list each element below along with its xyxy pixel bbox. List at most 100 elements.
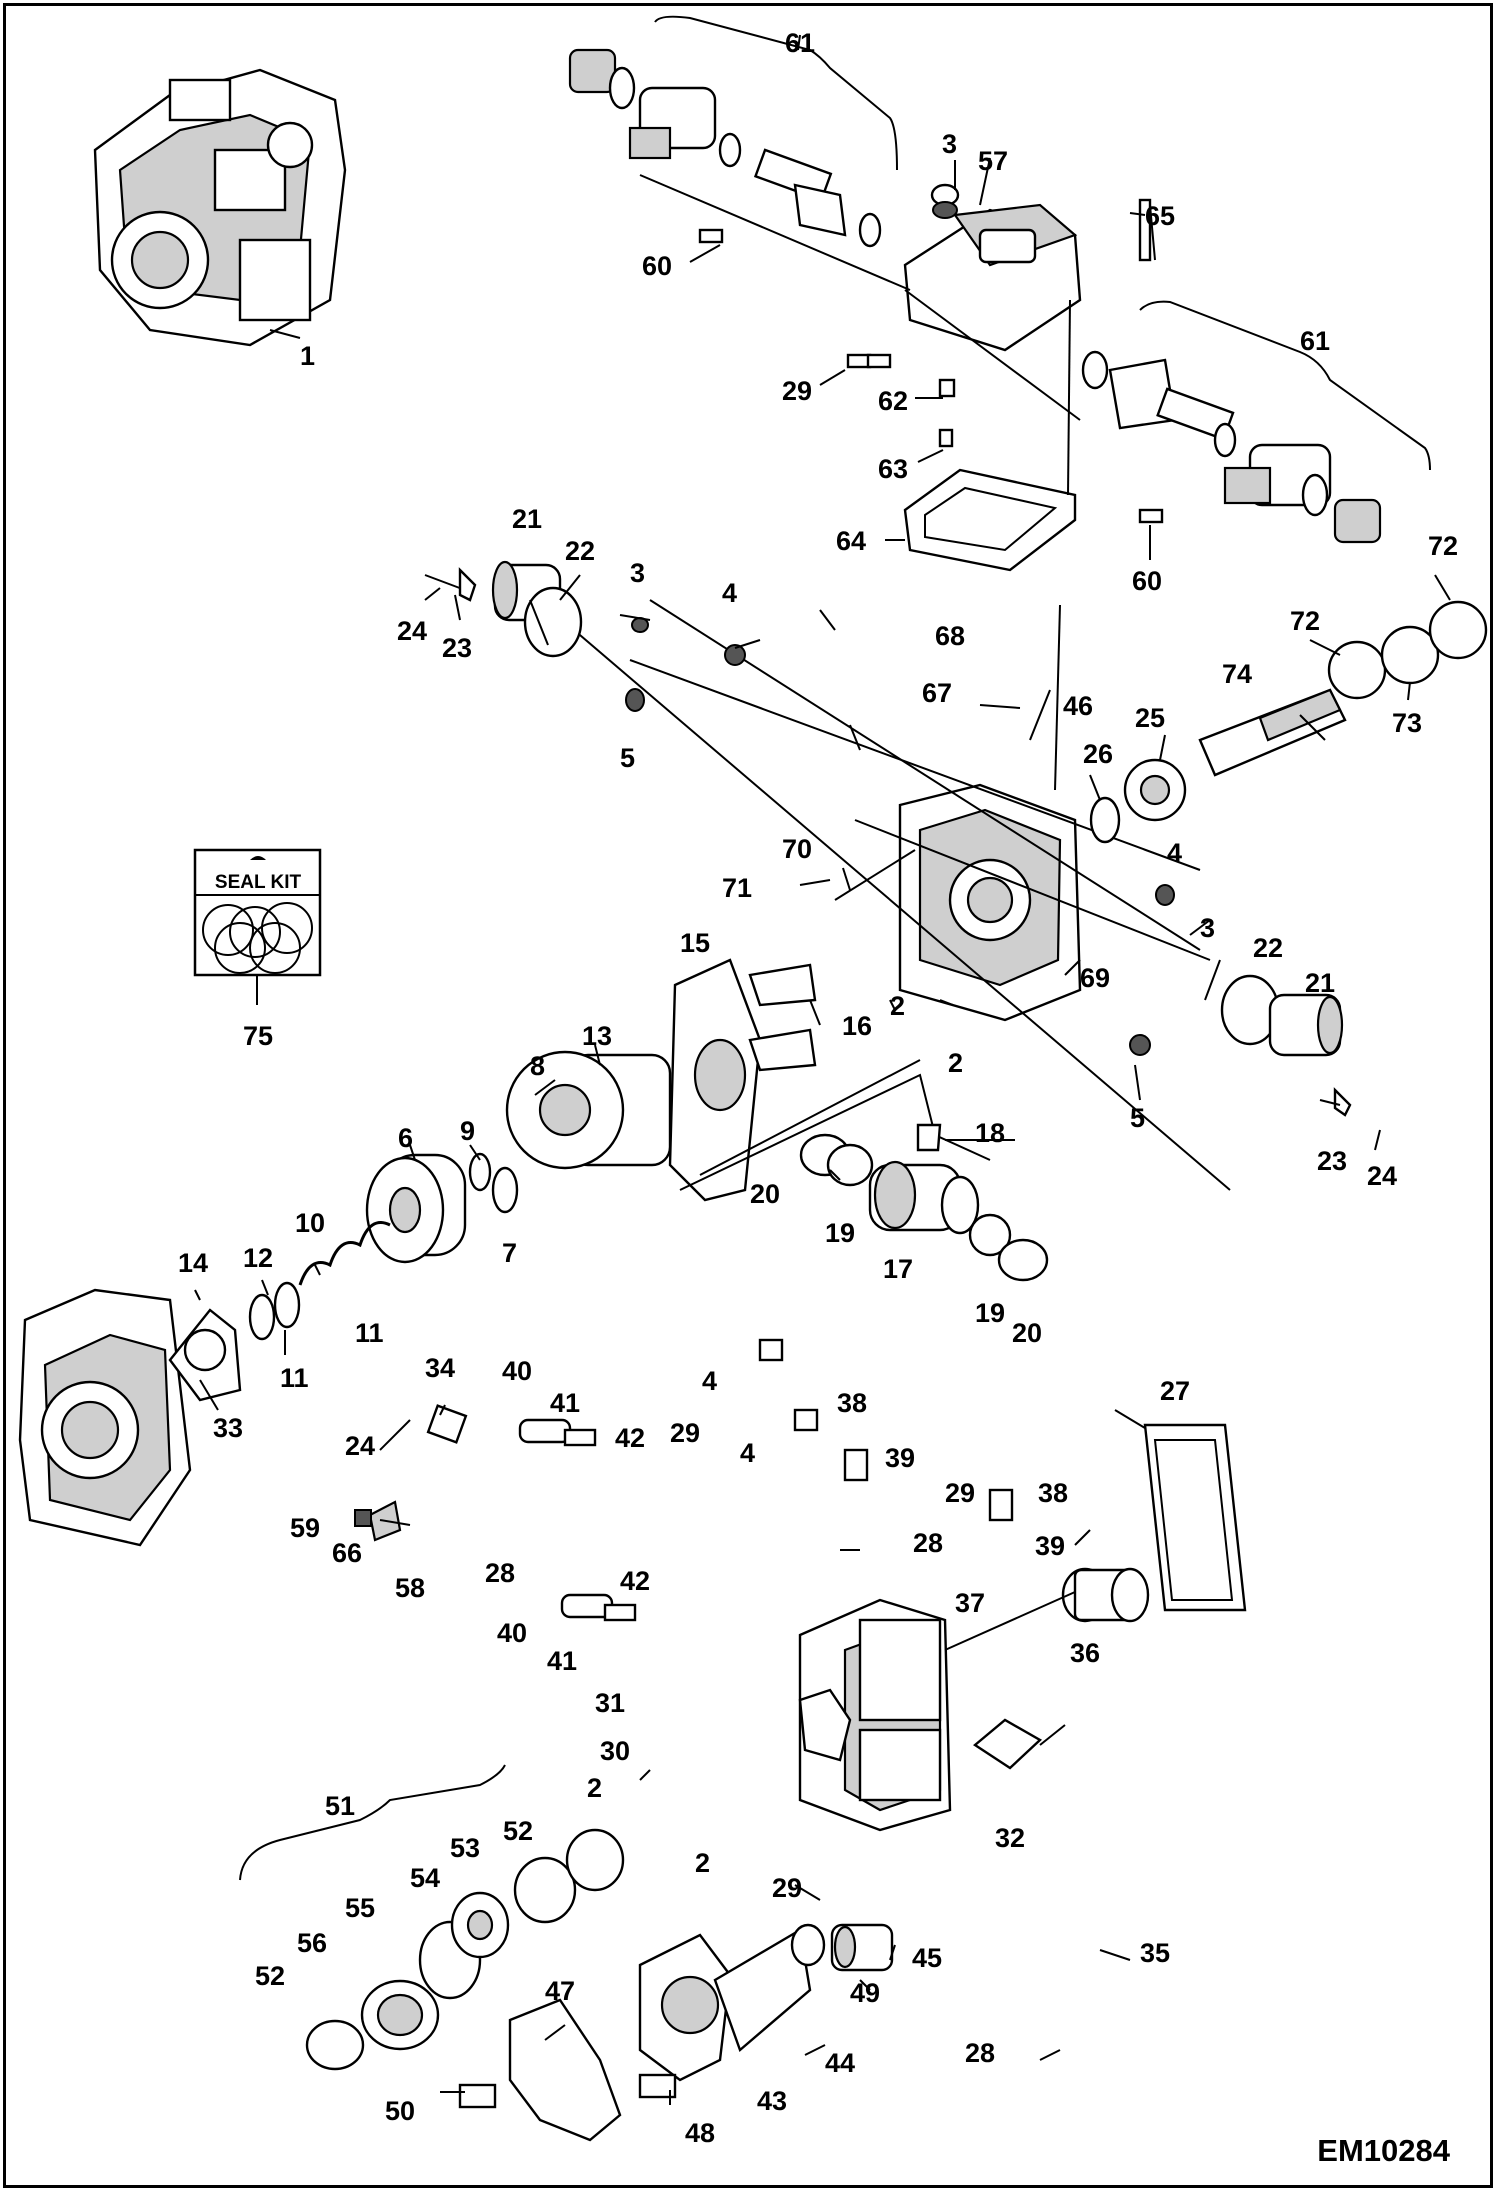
callout-67: 67 bbox=[922, 678, 952, 708]
callout-labels: 1 61 3 57 65 60 61 29 62 63 64 60 72 21 … bbox=[178, 28, 1458, 2148]
servo-piston-right bbox=[1129, 884, 1352, 1117]
callout-34: 34 bbox=[425, 1353, 455, 1383]
callout-12: 12 bbox=[243, 1243, 273, 1273]
charge-pump-assembly bbox=[799, 1123, 1049, 1282]
callout-23: 23 bbox=[1317, 1146, 1347, 1176]
callout-41: 41 bbox=[547, 1646, 577, 1676]
callout-26: 26 bbox=[1083, 739, 1113, 769]
callout-23: 23 bbox=[442, 633, 472, 663]
seal-kit-label: SEAL KIT bbox=[215, 872, 302, 893]
callout-47: 47 bbox=[545, 1976, 575, 2006]
drawing-border bbox=[3, 3, 1493, 2188]
callout-3: 3 bbox=[630, 558, 645, 588]
callout-52: 52 bbox=[255, 1961, 285, 1991]
callout-25: 25 bbox=[1135, 703, 1165, 733]
callout-3: 3 bbox=[1200, 913, 1215, 943]
callout-28: 28 bbox=[965, 2038, 995, 2068]
callout-36: 36 bbox=[1070, 1638, 1100, 1668]
callout-4: 4 bbox=[702, 1366, 717, 1396]
callout-20: 20 bbox=[1012, 1318, 1042, 1348]
callout-62: 62 bbox=[878, 386, 908, 416]
callout-74: 74 bbox=[1222, 659, 1252, 689]
callout-20: 20 bbox=[750, 1179, 780, 1209]
callout-35: 35 bbox=[1140, 1938, 1170, 1968]
callout-11: 11 bbox=[355, 1318, 384, 1348]
callout-13: 13 bbox=[582, 1021, 612, 1051]
callout-2: 2 bbox=[695, 1848, 710, 1878]
lower-cover-assembly bbox=[239, 1764, 894, 2142]
callout-39: 39 bbox=[885, 1443, 915, 1473]
control-valve-group-top bbox=[568, 15, 1431, 572]
callout-29: 29 bbox=[670, 1418, 700, 1448]
callout-15: 15 bbox=[680, 928, 710, 958]
callout-56: 56 bbox=[297, 1928, 327, 1958]
callout-38: 38 bbox=[1038, 1478, 1068, 1508]
callout-24: 24 bbox=[397, 616, 427, 646]
callout-22: 22 bbox=[1253, 933, 1283, 963]
callout-66: 66 bbox=[332, 1538, 362, 1568]
servo-piston-left bbox=[424, 560, 746, 712]
drawing-code: EM10284 bbox=[1317, 2133, 1450, 2168]
callout-37: 37 bbox=[955, 1588, 985, 1618]
callout-4: 4 bbox=[1167, 838, 1182, 868]
callout-16: 16 bbox=[842, 1011, 872, 1041]
callout-27: 27 bbox=[1160, 1376, 1190, 1406]
callout-59: 59 bbox=[290, 1513, 320, 1543]
callout-21: 21 bbox=[1305, 968, 1335, 998]
callout-19: 19 bbox=[825, 1218, 855, 1248]
callout-22: 22 bbox=[565, 536, 595, 566]
callout-29: 29 bbox=[945, 1478, 975, 1508]
callout-5: 5 bbox=[620, 743, 635, 773]
callout-54: 54 bbox=[410, 1863, 440, 1893]
callout-6: 6 bbox=[398, 1123, 413, 1153]
callout-30: 30 bbox=[600, 1736, 630, 1766]
callout-46: 46 bbox=[1063, 691, 1093, 721]
callout-49: 49 bbox=[850, 1978, 880, 2008]
callout-14: 14 bbox=[178, 1248, 208, 1278]
callout-45: 45 bbox=[912, 1943, 942, 1973]
callout-17: 17 bbox=[883, 1254, 913, 1284]
callout-60: 60 bbox=[642, 251, 672, 281]
callout-57: 57 bbox=[978, 146, 1008, 176]
end-cap-housing bbox=[18, 1288, 242, 1547]
callout-55: 55 bbox=[345, 1893, 375, 1923]
callout-3: 3 bbox=[942, 129, 957, 159]
callout-31: 31 bbox=[595, 1688, 625, 1718]
callout-32: 32 bbox=[995, 1823, 1025, 1853]
callout-10: 10 bbox=[295, 1208, 325, 1238]
callout-19: 19 bbox=[975, 1298, 1005, 1328]
callout-2: 2 bbox=[587, 1773, 602, 1803]
callout-5: 5 bbox=[1130, 1103, 1145, 1133]
callout-1: 1 bbox=[300, 341, 315, 371]
callout-29: 29 bbox=[772, 1873, 802, 1903]
callout-38: 38 bbox=[837, 1388, 867, 1418]
callout-2: 2 bbox=[948, 1048, 963, 1078]
callout-61: 61 bbox=[785, 28, 815, 58]
callout-65: 65 bbox=[1145, 201, 1175, 231]
assembled-pump-illustration bbox=[93, 68, 347, 347]
callout-28: 28 bbox=[485, 1558, 515, 1588]
callout-70: 70 bbox=[782, 834, 812, 864]
callout-29: 29 bbox=[782, 376, 812, 406]
drive-shaft-assembly bbox=[1089, 600, 1488, 844]
callout-4: 4 bbox=[722, 578, 737, 608]
callout-60: 60 bbox=[1132, 566, 1162, 596]
callout-51: 51 bbox=[325, 1791, 355, 1821]
callout-7: 7 bbox=[502, 1238, 517, 1268]
callout-40: 40 bbox=[497, 1618, 527, 1648]
callout-2: 2 bbox=[890, 991, 905, 1021]
callout-71: 71 bbox=[722, 873, 752, 903]
callout-72: 72 bbox=[1428, 531, 1458, 561]
callout-58: 58 bbox=[395, 1573, 425, 1603]
callout-63: 63 bbox=[878, 454, 908, 484]
callout-73: 73 bbox=[1392, 708, 1422, 738]
callout-4: 4 bbox=[740, 1438, 755, 1468]
callout-42: 42 bbox=[620, 1566, 650, 1596]
callout-75: 75 bbox=[243, 1021, 273, 1051]
callout-28: 28 bbox=[913, 1528, 943, 1558]
callout-72: 72 bbox=[1290, 606, 1320, 636]
callout-61: 61 bbox=[1300, 326, 1330, 356]
callout-42: 42 bbox=[615, 1423, 645, 1453]
leader-lines bbox=[194, 34, 1451, 2105]
callout-68: 68 bbox=[935, 621, 965, 651]
